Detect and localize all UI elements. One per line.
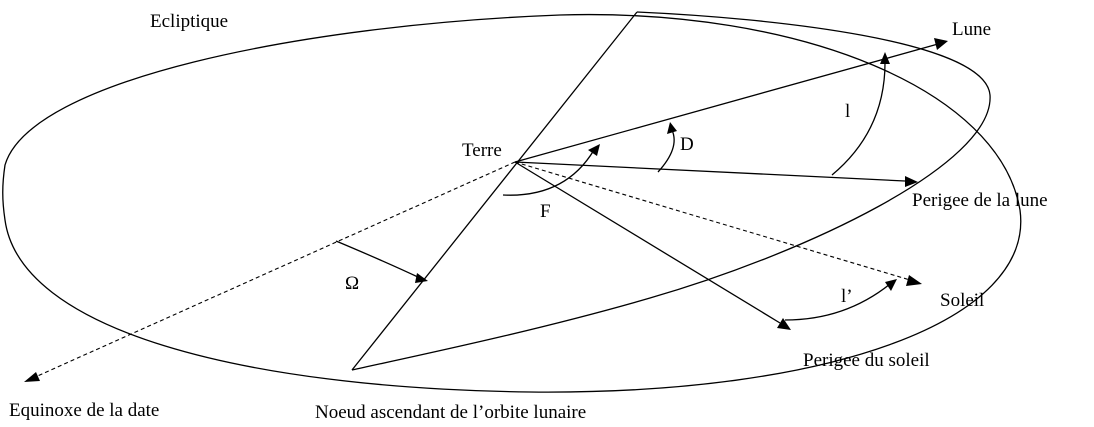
angle-l-arc bbox=[832, 60, 885, 175]
sun-arrowhead bbox=[906, 275, 922, 286]
ecliptic-ellipse bbox=[3, 15, 1021, 393]
perigee-soleil-label: Perigee du soleil bbox=[803, 350, 930, 371]
lunar-orbit-ellipse bbox=[352, 12, 990, 370]
angle-f-arc bbox=[503, 150, 594, 195]
terre-label: Terre bbox=[462, 140, 502, 161]
angle-l-prime-label: l’ bbox=[841, 286, 853, 307]
moon-arrowhead bbox=[934, 38, 948, 50]
angle-omega-label: Ω bbox=[345, 273, 359, 294]
angle-l-prime-arrowhead bbox=[885, 279, 897, 291]
perigee-lune-label: Perigee de la lune bbox=[912, 190, 1048, 211]
lunar-perigee-arrowhead bbox=[905, 176, 918, 187]
angle-d-arrowhead bbox=[667, 122, 677, 134]
soleil-label: Soleil bbox=[940, 290, 984, 311]
equinoxe-label: Equinoxe de la date bbox=[9, 400, 159, 421]
lune-label: Lune bbox=[952, 19, 991, 40]
angle-d-label: D bbox=[680, 134, 694, 155]
angle-l-label: l bbox=[845, 101, 850, 122]
angle-f-arrowhead bbox=[588, 144, 600, 156]
angle-f-label: F bbox=[540, 201, 551, 222]
ecliptique-label: Ecliptique bbox=[150, 11, 228, 32]
noeud-label: Noeud ascendant de l’orbite lunaire bbox=[315, 402, 586, 423]
earth-equinox-line bbox=[33, 162, 515, 378]
angle-l-prime-arc bbox=[785, 284, 890, 320]
angle-d-arc bbox=[658, 130, 674, 172]
earth-moon-line bbox=[515, 44, 938, 162]
line-of-nodes bbox=[352, 12, 637, 370]
earth-lunar-perigee-line bbox=[515, 162, 905, 181]
equinox-arrowhead bbox=[24, 372, 40, 382]
